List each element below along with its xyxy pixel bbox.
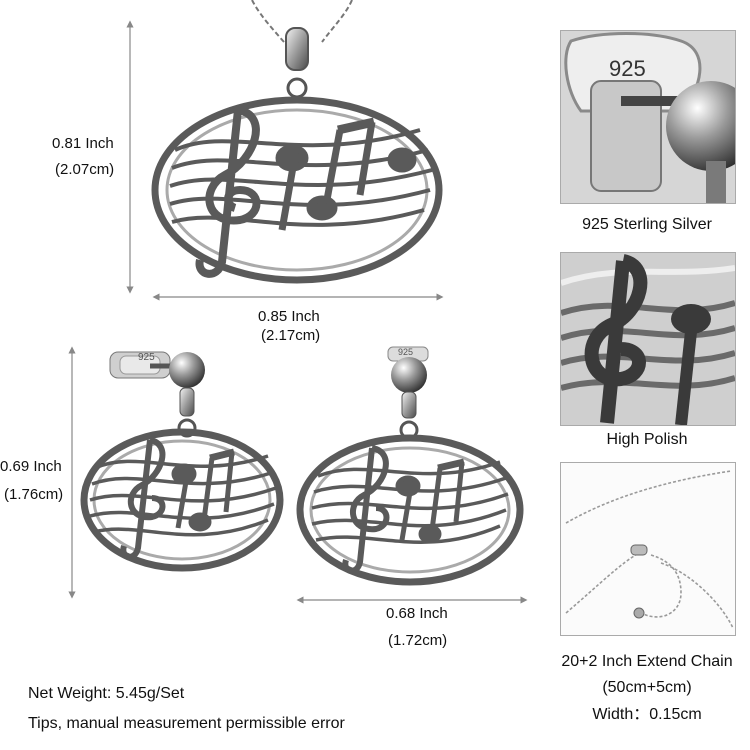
caption-chain-width: Width：0.15cm xyxy=(592,706,702,723)
pendant-width-inch: 0.85 Inch xyxy=(258,308,320,325)
earring-stamp-left: 925 xyxy=(138,352,155,363)
silver-stamp-text: 925 xyxy=(609,56,646,81)
earring-stamp-right: 925 xyxy=(398,347,414,357)
treble-clef-icon xyxy=(195,106,261,278)
caption-chain-length: 20+2 Inch Extend Chain xyxy=(561,653,733,670)
caption-high-polish: High Polish xyxy=(606,431,688,448)
pendant-width-cm: (2.17cm) xyxy=(261,327,321,344)
earring-height-cm: (1.76cm) xyxy=(4,486,64,503)
pendant-dimensions xyxy=(126,20,444,301)
treble-clef-icon xyxy=(342,445,390,574)
beamed-notes-icon xyxy=(306,117,417,221)
pendant-height-inch: 0.81 Inch xyxy=(52,135,114,152)
pendant xyxy=(151,96,443,284)
treble-clef-icon xyxy=(120,437,166,560)
silver-backing-image xyxy=(561,31,735,203)
music-note-icon xyxy=(275,144,309,231)
caption-chain-cm: (50cm+5cm) xyxy=(602,679,692,696)
earring-width-cm: (1.72cm) xyxy=(388,632,448,649)
net-weight-note: Net Weight: 5.45g/Set xyxy=(28,685,185,702)
earring-width-inch: 0.68 Inch xyxy=(386,605,448,622)
earring-right xyxy=(296,346,524,586)
measurement-tips-note: Tips, manual measurement permissible err… xyxy=(28,715,345,732)
panel-high-polish xyxy=(560,252,736,426)
polish-closeup-image xyxy=(561,253,735,425)
beamed-notes-icon xyxy=(395,458,465,544)
chain-image xyxy=(561,463,735,635)
caption-sterling-silver: 925 Sterling Silver xyxy=(582,216,712,233)
earring-height-inch: 0.69 Inch xyxy=(0,458,62,475)
panel-sterling-silver: 925 xyxy=(560,30,736,204)
earring-dimensions xyxy=(68,346,528,604)
panel-chain xyxy=(560,462,736,636)
music-note-icon xyxy=(671,304,711,425)
pendant-height-cm: (2.07cm) xyxy=(55,161,115,178)
pendant-chain xyxy=(251,0,353,99)
beamed-notes-icon xyxy=(171,448,235,532)
treble-clef-icon xyxy=(584,254,648,424)
earring-left xyxy=(80,351,284,572)
